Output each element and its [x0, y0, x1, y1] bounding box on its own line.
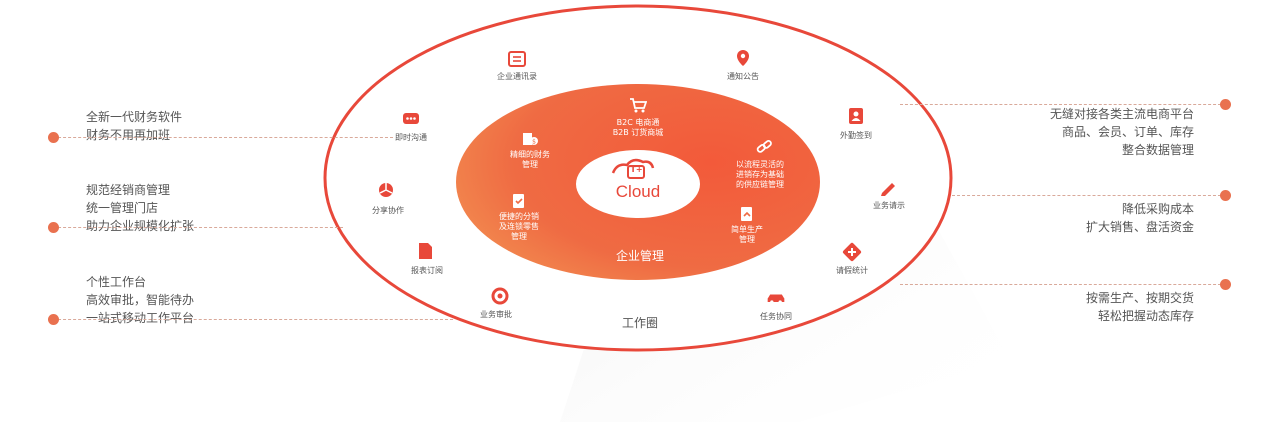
production-icon — [741, 207, 752, 221]
report-icon — [419, 243, 432, 259]
right-leader-3 — [900, 284, 1226, 285]
left-leader-1 — [53, 137, 393, 138]
outer-label-leave: 请假统计 — [836, 266, 868, 275]
core-logo-mark: T+ — [630, 165, 643, 174]
approval-icon — [491, 287, 509, 305]
inner-label-retail: 便捷的分销 及连锁零售 管理 — [499, 212, 539, 241]
pen-icon — [881, 183, 895, 196]
right-note-production: 按需生产、按期交货 轻松把握动态库存 — [1085, 291, 1194, 323]
cart-icon — [630, 98, 647, 113]
svg-text:$: $ — [532, 139, 536, 146]
retail-icon — [513, 194, 524, 208]
inner-label-supply-chain: 以流程灵活的 进销存为基础 的供应链管理 — [736, 160, 784, 189]
right-dot-1 — [1220, 99, 1231, 110]
outer-label-approval: 业务审批 — [480, 310, 512, 319]
left-dot-1 — [48, 132, 59, 143]
left-note-workbench: 个性工作台 高效审批，智能待办 一站式移动工作平台 — [86, 275, 195, 325]
logo-mark-box — [627, 165, 645, 179]
left-dot-3 — [48, 314, 59, 325]
right-dot-3 — [1220, 279, 1231, 290]
outer-label-report: 报表订阅 — [411, 266, 443, 275]
left-dot-2 — [48, 222, 59, 233]
inner-ring-title: 企业管理 — [615, 249, 664, 263]
outer-label-task: 任务协同 — [760, 312, 792, 321]
right-dot-2 — [1220, 190, 1231, 201]
inner-label-production: 简单生产 管理 — [731, 225, 763, 244]
cloud-icon — [611, 158, 655, 174]
location-pin-icon — [737, 50, 749, 66]
left-leader-3 — [53, 319, 453, 320]
outer-label-share: 分享协作 — [372, 206, 404, 215]
right-note-purchase: 降低采购成本 扩大销售、盘活资金 — [1085, 202, 1194, 234]
badge-icon — [849, 108, 863, 124]
car-icon — [767, 294, 785, 304]
finance-icon: $ — [523, 133, 538, 146]
right-note-ecommerce: 无缝对接各类主流电商平台 商品、会员、订单、库存 整合数据管理 — [1049, 107, 1194, 157]
outer-ring-title: 工作圈 — [621, 316, 658, 330]
leave-icon — [842, 242, 862, 262]
chat-icon — [403, 113, 419, 124]
left-note-dealer: 规范经销商管理 统一管理门店 助力企业规模化扩张 — [86, 183, 195, 233]
right-leader-2 — [952, 195, 1226, 196]
link-icon — [756, 140, 772, 153]
inner-label-finance: 精细的财务 管理 — [510, 150, 550, 169]
outer-label-checkin: 外勤签到 — [840, 131, 872, 140]
outer-label-contacts: 企业通讯录 — [497, 72, 537, 81]
contacts-icon — [508, 51, 526, 67]
share-icon — [379, 183, 393, 197]
right-leader-1 — [900, 104, 1226, 105]
left-note-finance: 全新一代财务软件 财务不用再加班 — [86, 110, 183, 142]
outer-label-request: 业务请示 — [873, 201, 905, 210]
core-circle — [576, 150, 700, 218]
core-logo: Cloud — [615, 182, 661, 201]
left-leader-2 — [53, 227, 343, 228]
outer-label-notice: 通知公告 — [727, 72, 759, 81]
outer-label-chat: 即时沟通 — [395, 133, 427, 142]
inner-label-ecommerce: B2C 电商通 B2B 订货商城 — [612, 118, 664, 137]
